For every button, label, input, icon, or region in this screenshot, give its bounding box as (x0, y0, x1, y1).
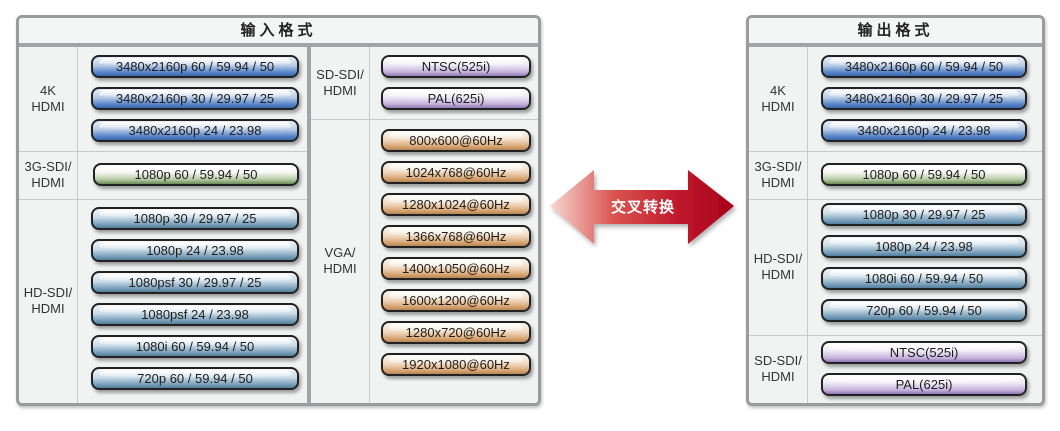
section-vga-hdmi: VGA/ HDMI 800x600@60Hz 1024x768@60Hz 128… (311, 119, 538, 403)
section-3g-sdi-hdmi: 3G-SDI/ HDMI 1080p 60 / 59.94 / 50 (19, 151, 307, 200)
column-divider (307, 47, 311, 403)
pill-group: 3480x2160p 60 / 59.94 / 50 3480x2160p 30… (808, 47, 1042, 151)
pill-label: 3480x2160p 60 / 59.94 / 50 (844, 59, 1004, 74)
section-label: 3G-SDI/ HDMI (19, 151, 78, 199)
format-pill[interactable]: 1366x768@60Hz (381, 225, 531, 248)
output-panel-title: 输出格式 (749, 18, 1042, 47)
format-pill[interactable]: 720p 60 / 59.94 / 50 (91, 367, 299, 390)
section-label: VGA/ HDMI (311, 119, 370, 403)
output-format-panel: 输出格式 4K HDMI 3480x2160p 60 / 59.94 / 50 … (746, 15, 1045, 406)
cross-conversion-label: 交叉转换 (610, 199, 675, 216)
pill-label: 3480x2160p 30 / 29.97 / 25 (844, 91, 1004, 106)
pill-label: 1080i 60 / 59.94 / 50 (864, 271, 984, 286)
pill-label: 1080p 30 / 29.97 / 25 (133, 211, 257, 226)
pill-label: 720p 60 / 59.94 / 50 (866, 303, 982, 318)
pill-label: 3480x2160p 24 / 23.98 (128, 123, 262, 138)
pill-label: 3480x2160p 60 / 59.94 / 50 (115, 59, 275, 74)
pill-group: 1080p 30 / 29.97 / 25 1080p 24 / 23.98 1… (808, 199, 1042, 335)
double-arrow-icon (550, 170, 734, 244)
pill-group: 1080p 60 / 59.94 / 50 (78, 151, 307, 199)
pill-label: 1080psf 30 / 29.97 / 25 (128, 275, 262, 290)
pill-label: 1366x768@60Hz (405, 229, 507, 244)
section-label: SD-SDI/ HDMI (749, 335, 808, 403)
section-label: 4K HDMI (19, 47, 78, 151)
pill-label: PAL(625i) (895, 377, 953, 392)
section-hd-sdi-hdmi: HD-SDI/ HDMI 1080p 30 / 29.97 / 25 1080p… (749, 199, 1042, 336)
section-3g-sdi-hdmi: 3G-SDI/ HDMI 1080p 60 / 59.94 / 50 (749, 151, 1042, 200)
format-pill[interactable]: 1080p 60 / 59.94 / 50 (821, 163, 1027, 186)
format-pill[interactable]: 1280x720@60Hz (381, 321, 531, 344)
format-pill[interactable]: 3480x2160p 24 / 23.98 (821, 119, 1027, 142)
pill-label: 1400x1050@60Hz (402, 261, 510, 276)
format-pill[interactable]: 720p 60 / 59.94 / 50 (821, 299, 1027, 322)
pill-label: 1080p 24 / 23.98 (146, 243, 244, 258)
format-pill[interactable]: 3480x2160p 60 / 59.94 / 50 (91, 55, 299, 78)
format-pill[interactable]: NTSC(525i) (381, 55, 531, 78)
pill-label: 800x600@60Hz (409, 133, 503, 148)
format-pill[interactable]: 1280x1024@60Hz (381, 193, 531, 216)
pill-label: 720p 60 / 59.94 / 50 (137, 371, 253, 386)
section-4k-hdmi: 4K HDMI 3480x2160p 60 / 59.94 / 50 3480x… (19, 47, 307, 152)
section-label: 4K HDMI (749, 47, 808, 151)
pill-group: 800x600@60Hz 1024x768@60Hz 1280x1024@60H… (370, 119, 538, 403)
format-pill[interactable]: 1080p 30 / 29.97 / 25 (821, 203, 1027, 226)
format-pill[interactable]: 3480x2160p 30 / 29.97 / 25 (821, 87, 1027, 110)
format-pill[interactable]: 1024x768@60Hz (381, 161, 531, 184)
format-pill[interactable]: PAL(625i) (821, 373, 1027, 396)
input-right-column: SD-SDI/ HDMI NTSC(525i) PAL(625i) VGA/ H… (311, 47, 538, 403)
format-pill[interactable]: 1080i 60 / 59.94 / 50 (91, 335, 299, 358)
section-label: HD-SDI/ HDMI (749, 199, 808, 335)
input-panel-title: 输入格式 (19, 18, 538, 47)
pill-label: 1080p 30 / 29.97 / 25 (862, 207, 986, 222)
format-pill[interactable]: 800x600@60Hz (381, 129, 531, 152)
format-pill[interactable]: 1080p 60 / 59.94 / 50 (93, 163, 299, 186)
format-pill[interactable]: 1080p 24 / 23.98 (821, 235, 1027, 258)
pill-label: 1600x1200@60Hz (402, 293, 510, 308)
pill-label: 1280x720@60Hz (405, 325, 507, 340)
format-pill[interactable]: 1080i 60 / 59.94 / 50 (821, 267, 1027, 290)
pill-label: 3480x2160p 24 / 23.98 (857, 123, 991, 138)
pill-label: 1024x768@60Hz (405, 165, 507, 180)
pill-group: 1080p 30 / 29.97 / 25 1080p 24 / 23.98 1… (78, 199, 307, 403)
pill-label: 1080i 60 / 59.94 / 50 (135, 339, 255, 354)
section-label: 3G-SDI/ HDMI (749, 151, 808, 199)
pill-label: 1280x1024@60Hz (402, 197, 510, 212)
format-pill[interactable]: 1400x1050@60Hz (381, 257, 531, 280)
pill-label: PAL(625i) (427, 91, 485, 106)
section-label: HD-SDI/ HDMI (19, 199, 78, 403)
pill-group: NTSC(525i) PAL(625i) (370, 47, 538, 119)
format-pill[interactable]: 1080psf 30 / 29.97 / 25 (91, 271, 299, 294)
format-pill[interactable]: 1080psf 24 / 23.98 (91, 303, 299, 326)
pill-label: 1080p 60 / 59.94 / 50 (134, 167, 258, 182)
section-sd-sdi-hdmi: SD-SDI/ HDMI NTSC(525i) PAL(625i) (749, 335, 1042, 403)
format-pill[interactable]: PAL(625i) (381, 87, 531, 110)
format-pill[interactable]: 3480x2160p 24 / 23.98 (91, 119, 299, 142)
section-label: SD-SDI/ HDMI (311, 47, 370, 119)
format-pill[interactable]: 1080p 30 / 29.97 / 25 (91, 207, 299, 230)
pill-label: NTSC(525i) (889, 345, 959, 360)
output-column: 4K HDMI 3480x2160p 60 / 59.94 / 50 3480x… (749, 47, 1042, 403)
section-hd-sdi-hdmi: HD-SDI/ HDMI 1080p 30 / 29.97 / 25 1080p… (19, 199, 307, 403)
section-sd-sdi-hdmi: SD-SDI/ HDMI NTSC(525i) PAL(625i) (311, 47, 538, 120)
pill-label: 1080p 60 / 59.94 / 50 (862, 167, 986, 182)
cross-conversion-arrow: 交叉转换 (548, 168, 738, 248)
format-pill[interactable]: 1600x1200@60Hz (381, 289, 531, 312)
format-pill[interactable]: 3480x2160p 60 / 59.94 / 50 (821, 55, 1027, 78)
format-pill[interactable]: NTSC(525i) (821, 341, 1027, 364)
format-pill[interactable]: 3480x2160p 30 / 29.97 / 25 (91, 87, 299, 110)
input-format-panel: 输入格式 4K HDMI 3480x2160p 60 / 59.94 / 50 … (16, 15, 541, 406)
section-4k-hdmi: 4K HDMI 3480x2160p 60 / 59.94 / 50 3480x… (749, 47, 1042, 152)
pill-group: 1080p 60 / 59.94 / 50 (808, 151, 1042, 199)
pill-label: 3480x2160p 30 / 29.97 / 25 (115, 91, 275, 106)
input-left-column: 4K HDMI 3480x2160p 60 / 59.94 / 50 3480x… (19, 47, 307, 403)
pill-label: 1080p 24 / 23.98 (875, 239, 973, 254)
pill-group: 3480x2160p 60 / 59.94 / 50 3480x2160p 30… (78, 47, 307, 151)
format-pill[interactable]: 1920x1080@60Hz (381, 353, 531, 376)
pill-label: NTSC(525i) (421, 59, 491, 74)
format-pill[interactable]: 1080p 24 / 23.98 (91, 239, 299, 262)
pill-label: 1080psf 24 / 23.98 (141, 307, 249, 322)
pill-label: 1920x1080@60Hz (402, 357, 510, 372)
pill-group: NTSC(525i) PAL(625i) (808, 335, 1042, 403)
